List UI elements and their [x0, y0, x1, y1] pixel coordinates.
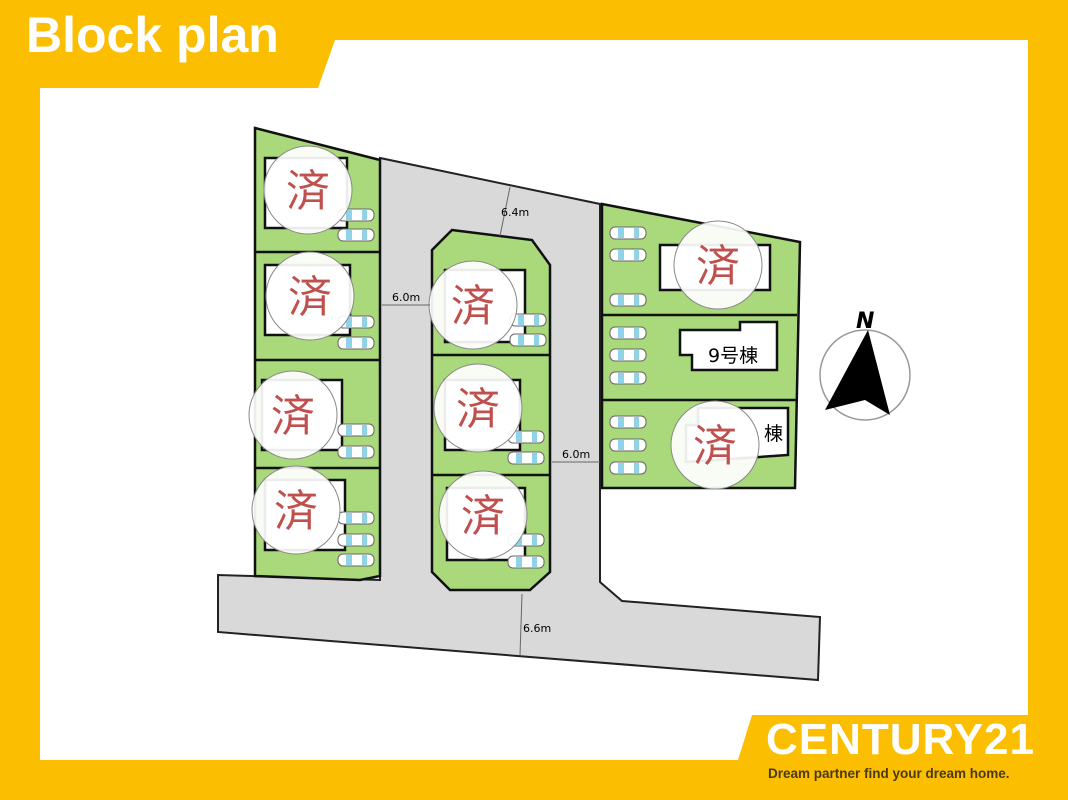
dimension-bottom-road: 6.6m	[523, 622, 551, 635]
sold-mark: 済	[263, 145, 353, 235]
sold-mark: 済	[438, 470, 528, 560]
parking-car	[609, 248, 647, 262]
sold-mark: 済	[251, 465, 341, 555]
svg-text:済: 済	[288, 272, 332, 323]
sold-mark: 済	[428, 260, 518, 350]
parking-car	[609, 371, 647, 385]
parking-car	[337, 423, 375, 437]
svg-text:済: 済	[274, 486, 318, 537]
parking-car	[509, 333, 547, 347]
lot-9-label: 9号棟	[708, 345, 758, 367]
house-lot-9	[678, 320, 779, 372]
sold-mark: 済	[248, 370, 338, 460]
svg-text:済: 済	[451, 281, 495, 332]
parking-car	[609, 461, 647, 475]
brand-tagline: Dream partner find your dream home.	[768, 766, 1010, 781]
parking-car	[337, 228, 375, 242]
svg-text:済: 済	[696, 241, 740, 292]
brand-logo: CENTURY21	[766, 715, 1035, 764]
svg-text:済: 済	[461, 491, 505, 542]
sold-mark: 済	[670, 400, 760, 490]
page-title: Block plan	[26, 7, 279, 63]
parking-car	[609, 326, 647, 340]
parking-car	[609, 415, 647, 429]
svg-text:済: 済	[271, 391, 315, 442]
parking-car	[337, 336, 375, 350]
dimension-lines	[382, 186, 600, 656]
parking-car	[337, 533, 375, 547]
parking-car	[609, 226, 647, 240]
sold-mark: 済	[265, 251, 355, 341]
svg-text:済: 済	[693, 421, 737, 472]
svg-text:済: 済	[286, 166, 330, 217]
sold-mark: 済	[673, 220, 763, 310]
dimension-left-road: 6.0m	[392, 291, 420, 304]
compass-n-label: N	[856, 309, 874, 334]
parking-car	[337, 445, 375, 459]
dimension-top-road: 6.4m	[501, 206, 529, 219]
lot-10-label-partial: 棟	[764, 423, 783, 445]
parking-car	[337, 553, 375, 567]
svg-text:済: 済	[456, 384, 500, 435]
parking-car	[507, 555, 545, 569]
parking-car	[337, 511, 375, 525]
parking-car	[609, 348, 647, 362]
sold-mark: 済	[433, 363, 523, 453]
north-compass: N	[819, 309, 911, 421]
parking-car	[609, 438, 647, 452]
dimension-right-road: 6.0m	[562, 448, 590, 461]
parking-car	[507, 451, 545, 465]
parking-car	[609, 293, 647, 307]
